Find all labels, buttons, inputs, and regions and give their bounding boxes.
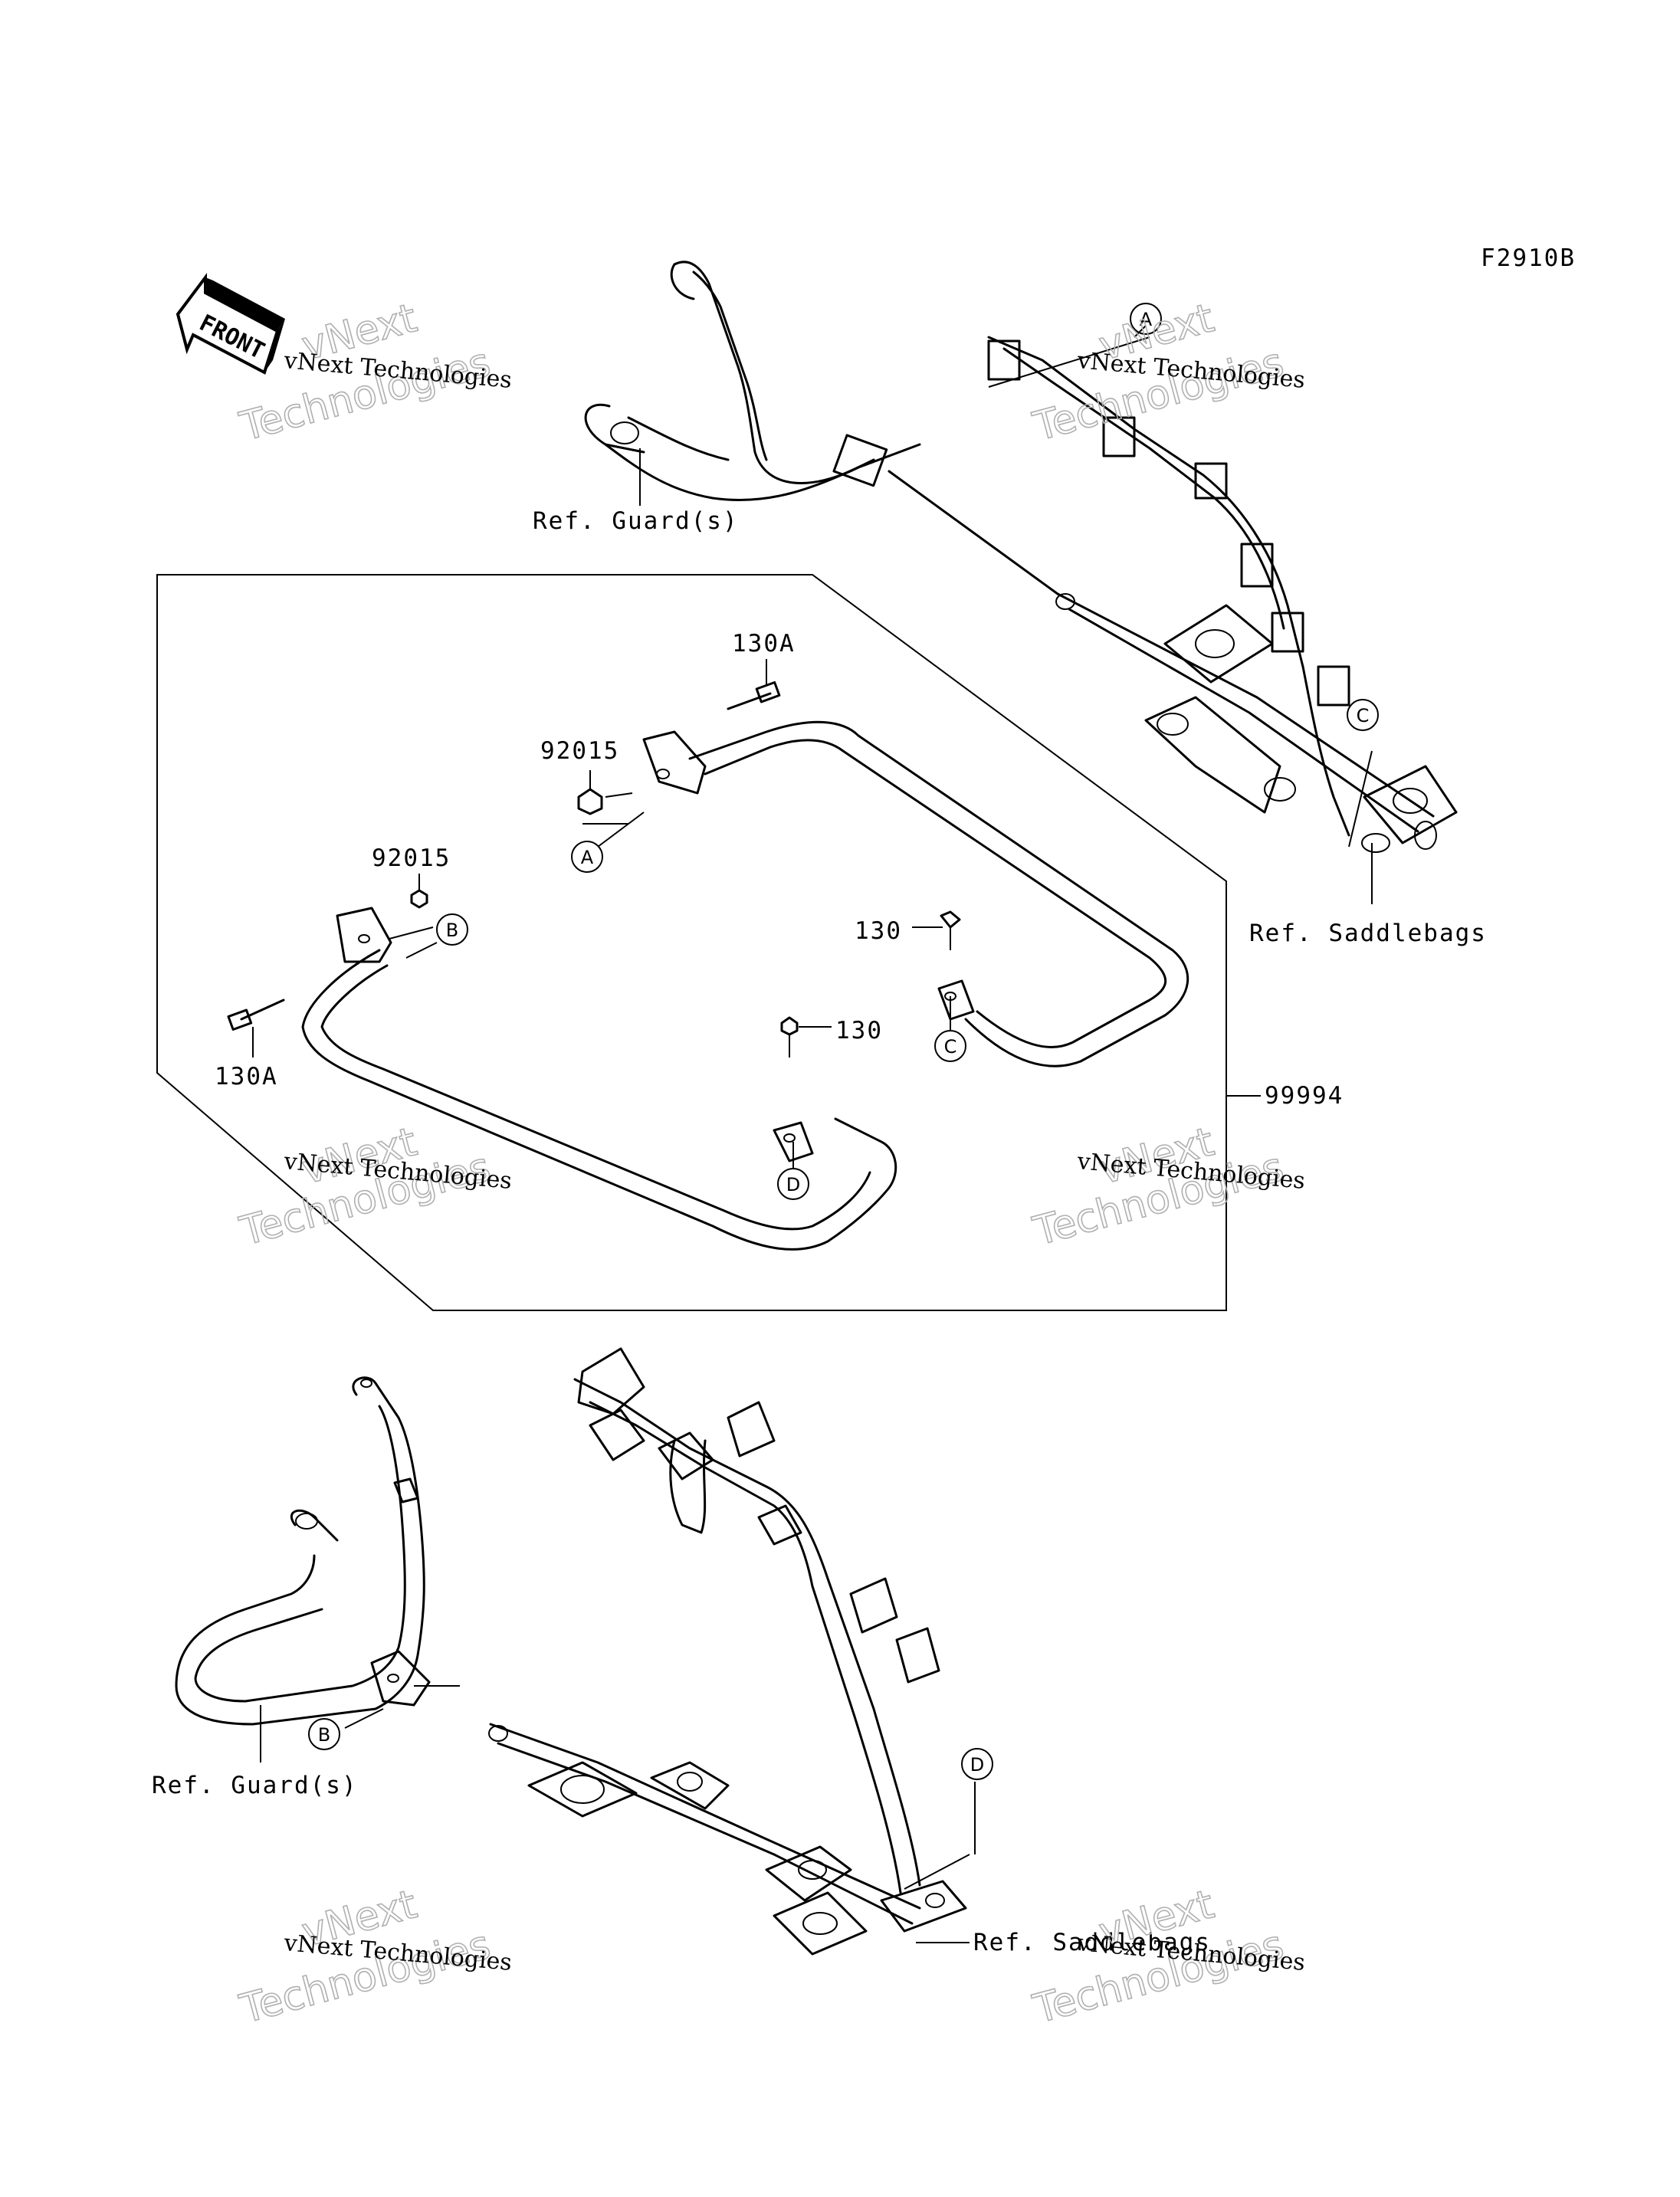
watermark-top-right: vNext Technologies vNext Technologies bbox=[1028, 294, 1306, 451]
svg-text:C: C bbox=[1357, 705, 1370, 726]
kit-outline bbox=[156, 574, 1227, 1311]
callout-c-kit: C bbox=[934, 1030, 966, 1062]
svg-text:D: D bbox=[970, 1754, 984, 1776]
callout-b-kit: B bbox=[436, 913, 468, 946]
svg-text:B: B bbox=[446, 920, 458, 941]
part-130-right-label: 130 bbox=[855, 917, 902, 945]
top-guard-assembly bbox=[584, 261, 1458, 853]
part-92015-upper-label: 92015 bbox=[540, 737, 619, 765]
svg-text:B: B bbox=[318, 1724, 330, 1746]
ref-saddlebags-label-top: Ref. Saddlebags bbox=[1249, 920, 1487, 947]
callout-d-kit: D bbox=[777, 1168, 809, 1200]
part-99994-label: 99994 bbox=[1265, 1082, 1344, 1110]
front-arrow-icon: FRONT bbox=[176, 273, 285, 375]
watermark-bottom-left: vNext Technologies vNext Technologies bbox=[235, 1881, 513, 2033]
kit-lower-bar bbox=[227, 889, 897, 1251]
part-130-mid-label: 130 bbox=[835, 1017, 883, 1044]
ref-guard-label-bottom: Ref. Guard(s) bbox=[152, 1772, 358, 1799]
callout-c-top: C bbox=[1347, 699, 1379, 731]
part-130a-bottom-label: 130A bbox=[215, 1063, 278, 1090]
ref-saddlebags-label-bottom: Ref. Saddlebags bbox=[973, 1929, 1211, 1956]
svg-text:A: A bbox=[581, 847, 594, 868]
svg-text:A: A bbox=[1140, 309, 1153, 330]
kit-guard-bar bbox=[577, 680, 1189, 1067]
ref-guard-label-top: Ref. Guard(s) bbox=[533, 507, 739, 535]
svg-text:C: C bbox=[944, 1036, 957, 1058]
part-130a-top-label: 130A bbox=[732, 630, 796, 657]
watermark-mid-left: vNext Technologies vNext Technologies bbox=[235, 1118, 513, 1255]
svg-text:D: D bbox=[786, 1174, 800, 1195]
figure-code: F2910B bbox=[1481, 244, 1576, 272]
callout-b-bottom: B bbox=[308, 1718, 340, 1750]
callout-a-kit: A bbox=[571, 841, 603, 873]
part-92015-left-label: 92015 bbox=[372, 844, 451, 872]
callout-a-top: A bbox=[1130, 303, 1162, 335]
callout-d-bottom: D bbox=[961, 1748, 993, 1780]
bottom-guard-assembly bbox=[175, 1347, 967, 1956]
watermark-mid-right: vNext Technologies vNext Technologies bbox=[1028, 1118, 1306, 1255]
watermark-bottom-right: vNext Technologies vNext Technologies bbox=[1028, 1881, 1306, 2033]
